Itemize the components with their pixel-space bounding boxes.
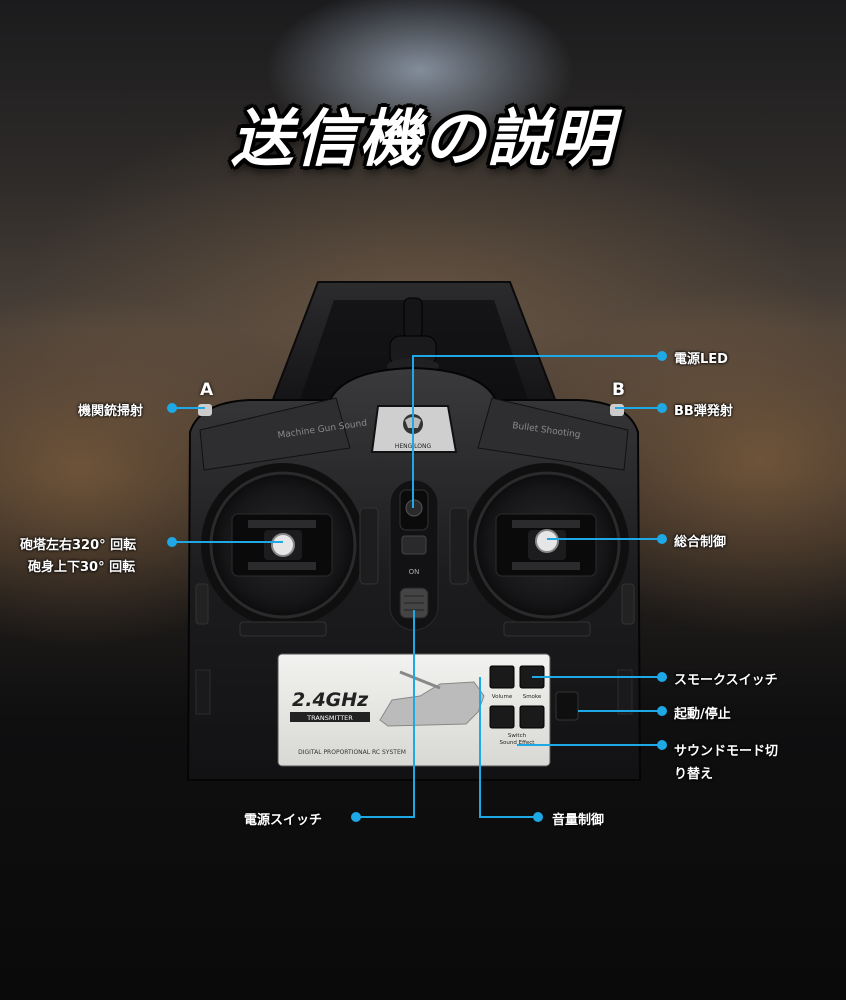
callout-power-switch: 電源スイッチ [244, 813, 323, 828]
machine-gun-button[interactable] [198, 404, 212, 416]
callout-smoke-switch: スモークスイッチ [674, 673, 778, 688]
left-stick[interactable] [271, 533, 295, 557]
right-shoulder-panel: Bullet Shooting [477, 397, 629, 471]
label-b: B [612, 380, 625, 400]
right-vertical-trim[interactable] [449, 507, 469, 585]
callout-volume-control: 音量制御 [552, 813, 605, 828]
center-column: ON [389, 479, 439, 631]
switch-label: Switch [508, 733, 527, 739]
callout-turret-rotation: 砲塔左右320° 回転 [20, 538, 137, 553]
volume-label: Volume [492, 694, 513, 700]
callout-general-control: 総合制御 [674, 535, 727, 550]
sound-effect-label: Sound Effect [500, 740, 536, 746]
right-stick[interactable] [535, 529, 559, 553]
left-vertical-trim[interactable] [359, 507, 379, 585]
volume-button[interactable] [489, 665, 515, 689]
left-trim[interactable] [239, 621, 327, 637]
callout-start-stop: 起動/停止 [674, 707, 731, 722]
callout-sound-mode-line2: り替え [674, 767, 714, 782]
switch-button[interactable] [489, 705, 515, 729]
start-stop-button[interactable] [555, 691, 579, 721]
left-shoulder-panel: Machine Gun Sound [199, 397, 368, 471]
callout-machine-gun: 機関銃掃射 [78, 404, 144, 419]
bb-fire-button[interactable] [610, 404, 624, 416]
left-gimbal[interactable] [201, 463, 365, 637]
band-text: 2.4GHz [292, 689, 369, 711]
callout-barrel-elevation: 砲身上下30° 回転 [28, 560, 136, 575]
callout-bb-fire: BB弾発射 [674, 404, 733, 419]
callout-power-led: 電源LED [674, 352, 728, 367]
on-label: ON [409, 568, 420, 576]
callout-dots [167, 351, 667, 822]
callout-lines [172, 355, 662, 818]
system-text: DIGITAL PROPORTIONAL RC SYSTEM [298, 749, 406, 756]
smoke-label: Smoke [523, 694, 542, 700]
right-trim[interactable] [503, 621, 591, 637]
label-a: A [200, 380, 214, 400]
right-gimbal[interactable] [465, 463, 629, 637]
callout-sound-mode-line1: サウンドモード切 [674, 744, 779, 759]
band-subtext: TRANSMITTER [306, 714, 353, 722]
page-title: 送信機の説明 [230, 102, 615, 175]
sound-effect-button[interactable] [519, 705, 545, 729]
